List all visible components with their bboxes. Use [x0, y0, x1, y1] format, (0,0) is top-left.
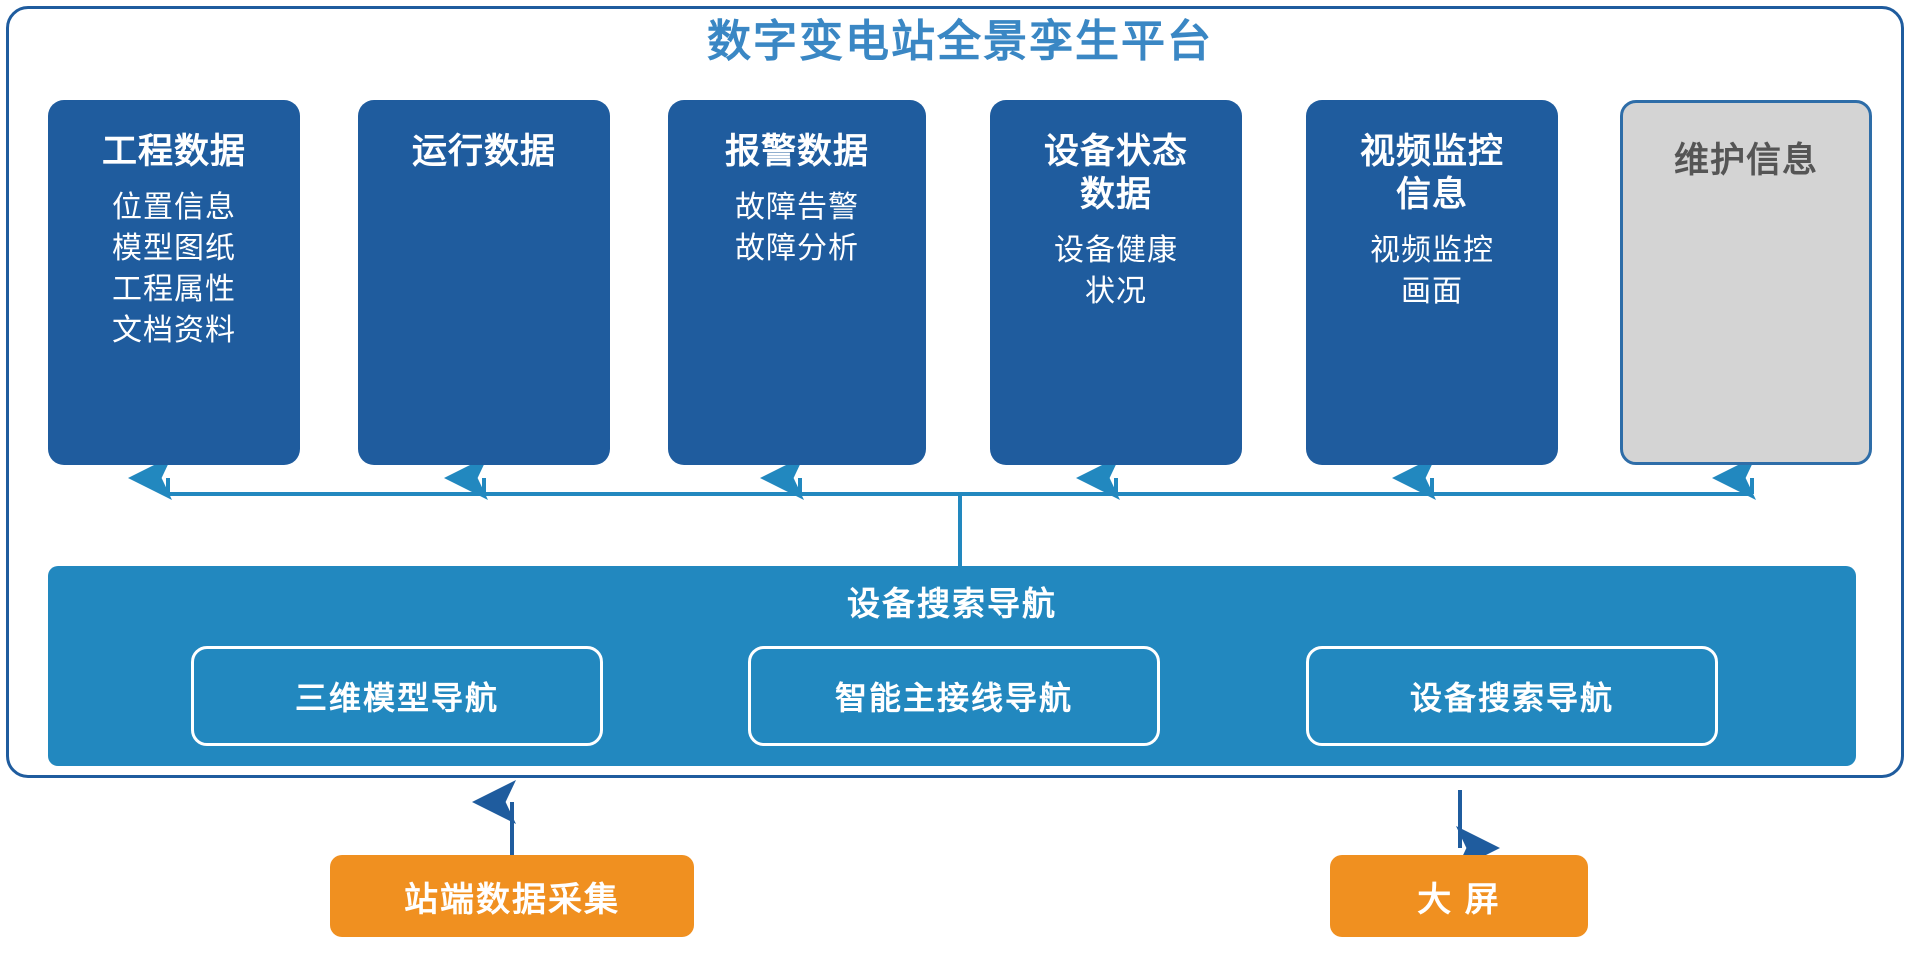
card-title: 报警数据: [724, 132, 869, 171]
card-detail-lines: 设备健康 状况: [1054, 234, 1178, 308]
card-title: 工程数据: [101, 132, 246, 171]
card-title: 设备状态 数据: [1043, 132, 1188, 214]
card-title: 视频监控 信息: [1359, 132, 1504, 214]
device-search-navigation-band: 设备搜索导航 三维模型导航 智能主接线导航 设备搜索导航: [48, 566, 1856, 766]
card-operation-data[interactable]: 运行数据: [358, 100, 610, 465]
nav-pill-smart-main-wiring[interactable]: 智能主接线导航: [748, 646, 1160, 746]
card-detail-lines: 视频监控 画面: [1370, 234, 1494, 308]
card-detail-lines: 位置信息 模型图纸 工程属性 文档资料: [112, 191, 236, 347]
card-title: 维护信息: [1673, 141, 1818, 180]
nav-band-title: 设备搜索导航: [847, 585, 1057, 622]
card-engineering-data[interactable]: 工程数据 位置信息 模型图纸 工程属性 文档资料: [48, 100, 300, 465]
large-screen-box[interactable]: 大 屏: [1330, 855, 1588, 937]
card-device-status-data[interactable]: 设备状态 数据 设备健康 状况: [990, 100, 1242, 465]
page-title: 数字变电站全景孪生平台: [707, 17, 1213, 66]
card-detail-lines: 故障告警 故障分析: [735, 191, 859, 265]
nav-pill-device-search[interactable]: 设备搜索导航: [1306, 646, 1718, 746]
card-maintenance-info[interactable]: 维护信息: [1620, 100, 1872, 465]
card-video-surveillance-info[interactable]: 视频监控 信息 视频监控 画面: [1306, 100, 1558, 465]
station-data-acquisition-box[interactable]: 站端数据采集: [330, 855, 694, 937]
card-title: 运行数据: [411, 132, 556, 171]
card-alarm-data[interactable]: 报警数据 故障告警 故障分析: [668, 100, 926, 465]
nav-pill-3d-model[interactable]: 三维模型导航: [191, 646, 603, 746]
